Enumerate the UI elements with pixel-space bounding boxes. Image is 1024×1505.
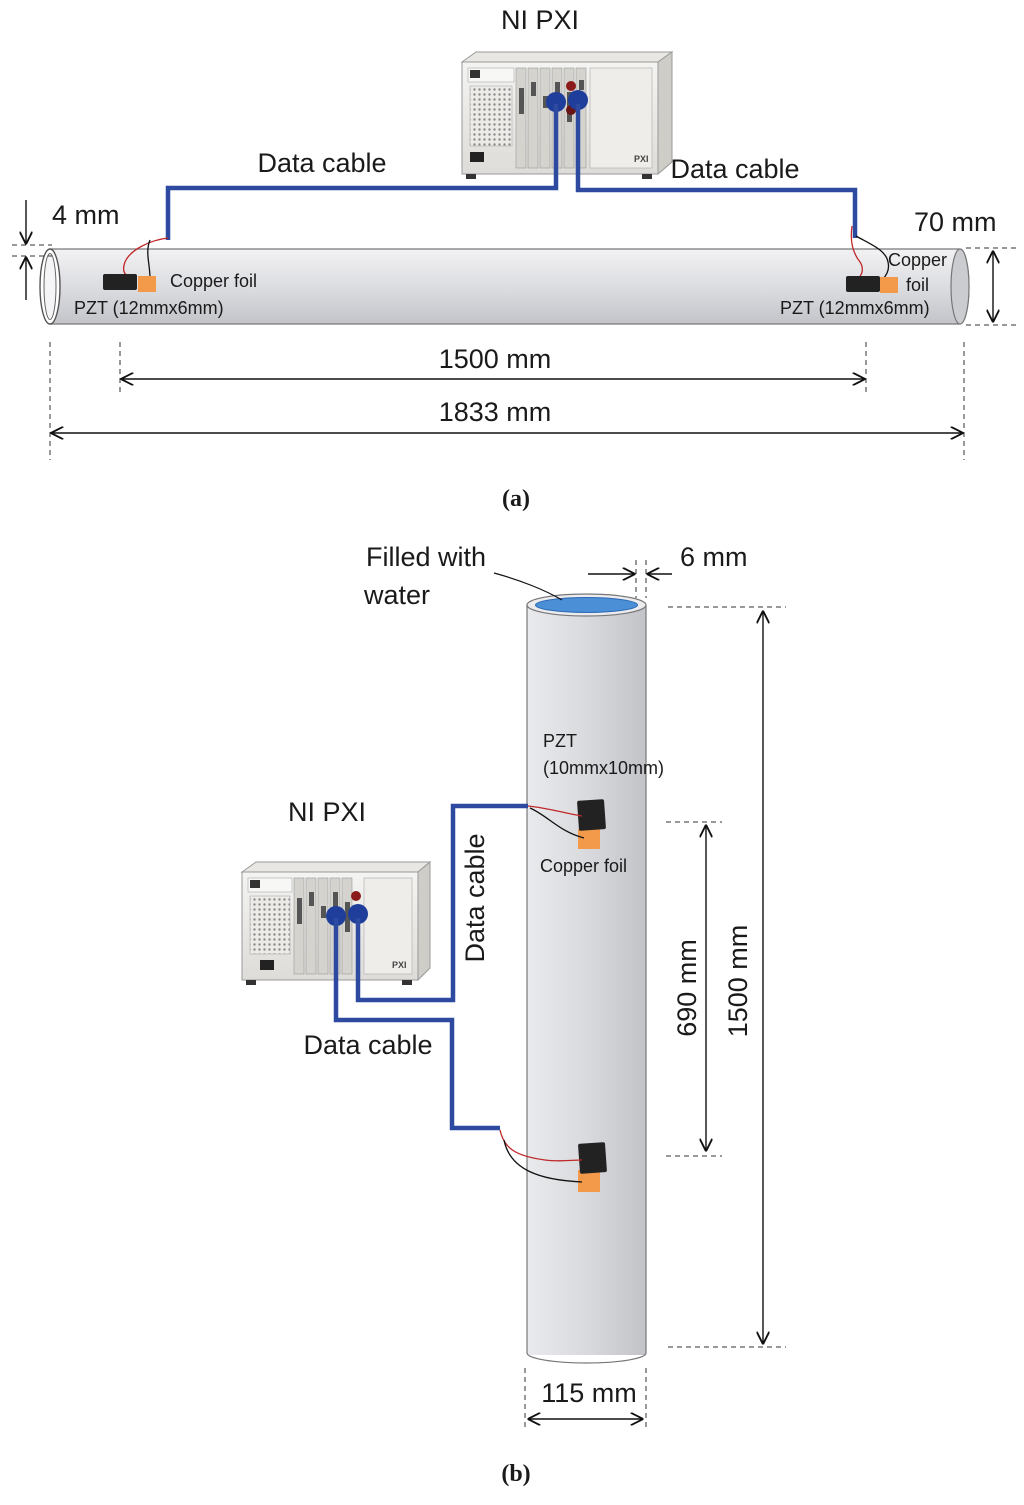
- spacing-label-a: 1500 mm: [439, 344, 552, 374]
- connector-a-left: [546, 92, 566, 112]
- cable-lower-label-b: Data cable: [303, 1030, 432, 1060]
- water-label-b-1: Filled with: [366, 542, 486, 572]
- connector-a-right: [568, 90, 588, 110]
- cable-upper-label-b: Data cable: [460, 833, 490, 962]
- caption-a: (a): [502, 486, 530, 512]
- copper-label-b: Copper foil: [540, 856, 627, 876]
- wall-thickness-dimension-b: [588, 560, 672, 598]
- data-cable-a-right: [575, 104, 858, 238]
- pzt-label-b-1: PZT: [543, 731, 577, 751]
- height-label-b: 1500 mm: [723, 925, 753, 1038]
- data-cable-a-left: [165, 104, 559, 240]
- connector-b-right: [348, 904, 368, 924]
- water-leader-line: [493, 572, 563, 601]
- data-cable-b-lower: [333, 918, 500, 1131]
- ni-pxi-device-a: PXI: [460, 51, 674, 179]
- length-label-a: 1833 mm: [439, 397, 552, 427]
- copper-right-label-a-1: Copper: [888, 250, 947, 270]
- device-label-b: NI PXI: [288, 797, 366, 827]
- device-label-a: NI PXI: [501, 5, 579, 35]
- pzt-right-label-a: PZT (12mmx6mm): [780, 298, 930, 318]
- cable-left-label-a: Data cable: [257, 148, 386, 178]
- wall-label-b: 6 mm: [680, 542, 748, 572]
- pzt-label-b-2: (10mmx10mm): [543, 758, 664, 778]
- cable-right-label-a: Data cable: [670, 154, 799, 184]
- copper-right-label-a-2: foil: [906, 275, 929, 295]
- pzt-sensor-b-upper: [527, 799, 606, 849]
- spacing-dimension-b: [666, 821, 722, 1157]
- diameter-label-b: 115 mm: [541, 1378, 637, 1408]
- pipe-vertical: [526, 593, 647, 1364]
- water-label-b-2: water: [363, 580, 430, 610]
- pzt-sensor-a-left: [103, 237, 169, 292]
- wall-thickness-label-a: 4 mm: [52, 200, 120, 230]
- diameter-dimension-a: [966, 247, 1018, 326]
- caption-b: (b): [501, 1461, 530, 1487]
- panel-a: PXI NI PXI Data cable Data cable: [12, 5, 1018, 512]
- ni-pxi-device-b: PXI: [240, 860, 432, 985]
- spacing-label-b: 690 mm: [672, 939, 702, 1037]
- height-dimension-b: [668, 606, 786, 1348]
- copper-left-label-a: Copper foil: [170, 271, 257, 291]
- svg-text:PXI: PXI: [634, 154, 649, 164]
- connector-b-left: [326, 906, 346, 926]
- svg-text:PXI: PXI: [392, 960, 407, 970]
- pzt-sensor-b-lower: [499, 1129, 607, 1192]
- wall-thickness-dimension-a: [12, 200, 52, 300]
- panel-b: Filled with water 6 mm PZT (10mmx10mm) C…: [240, 542, 786, 1487]
- diameter-dimension-b: [524, 1368, 647, 1430]
- data-cable-b-upper: [355, 803, 528, 1003]
- diameter-label-a: 70 mm: [914, 207, 997, 237]
- pzt-sensor-a-right: [846, 225, 898, 293]
- pipe-horizontal: [39, 248, 970, 325]
- pzt-left-label-a: PZT (12mmx6mm): [74, 298, 224, 318]
